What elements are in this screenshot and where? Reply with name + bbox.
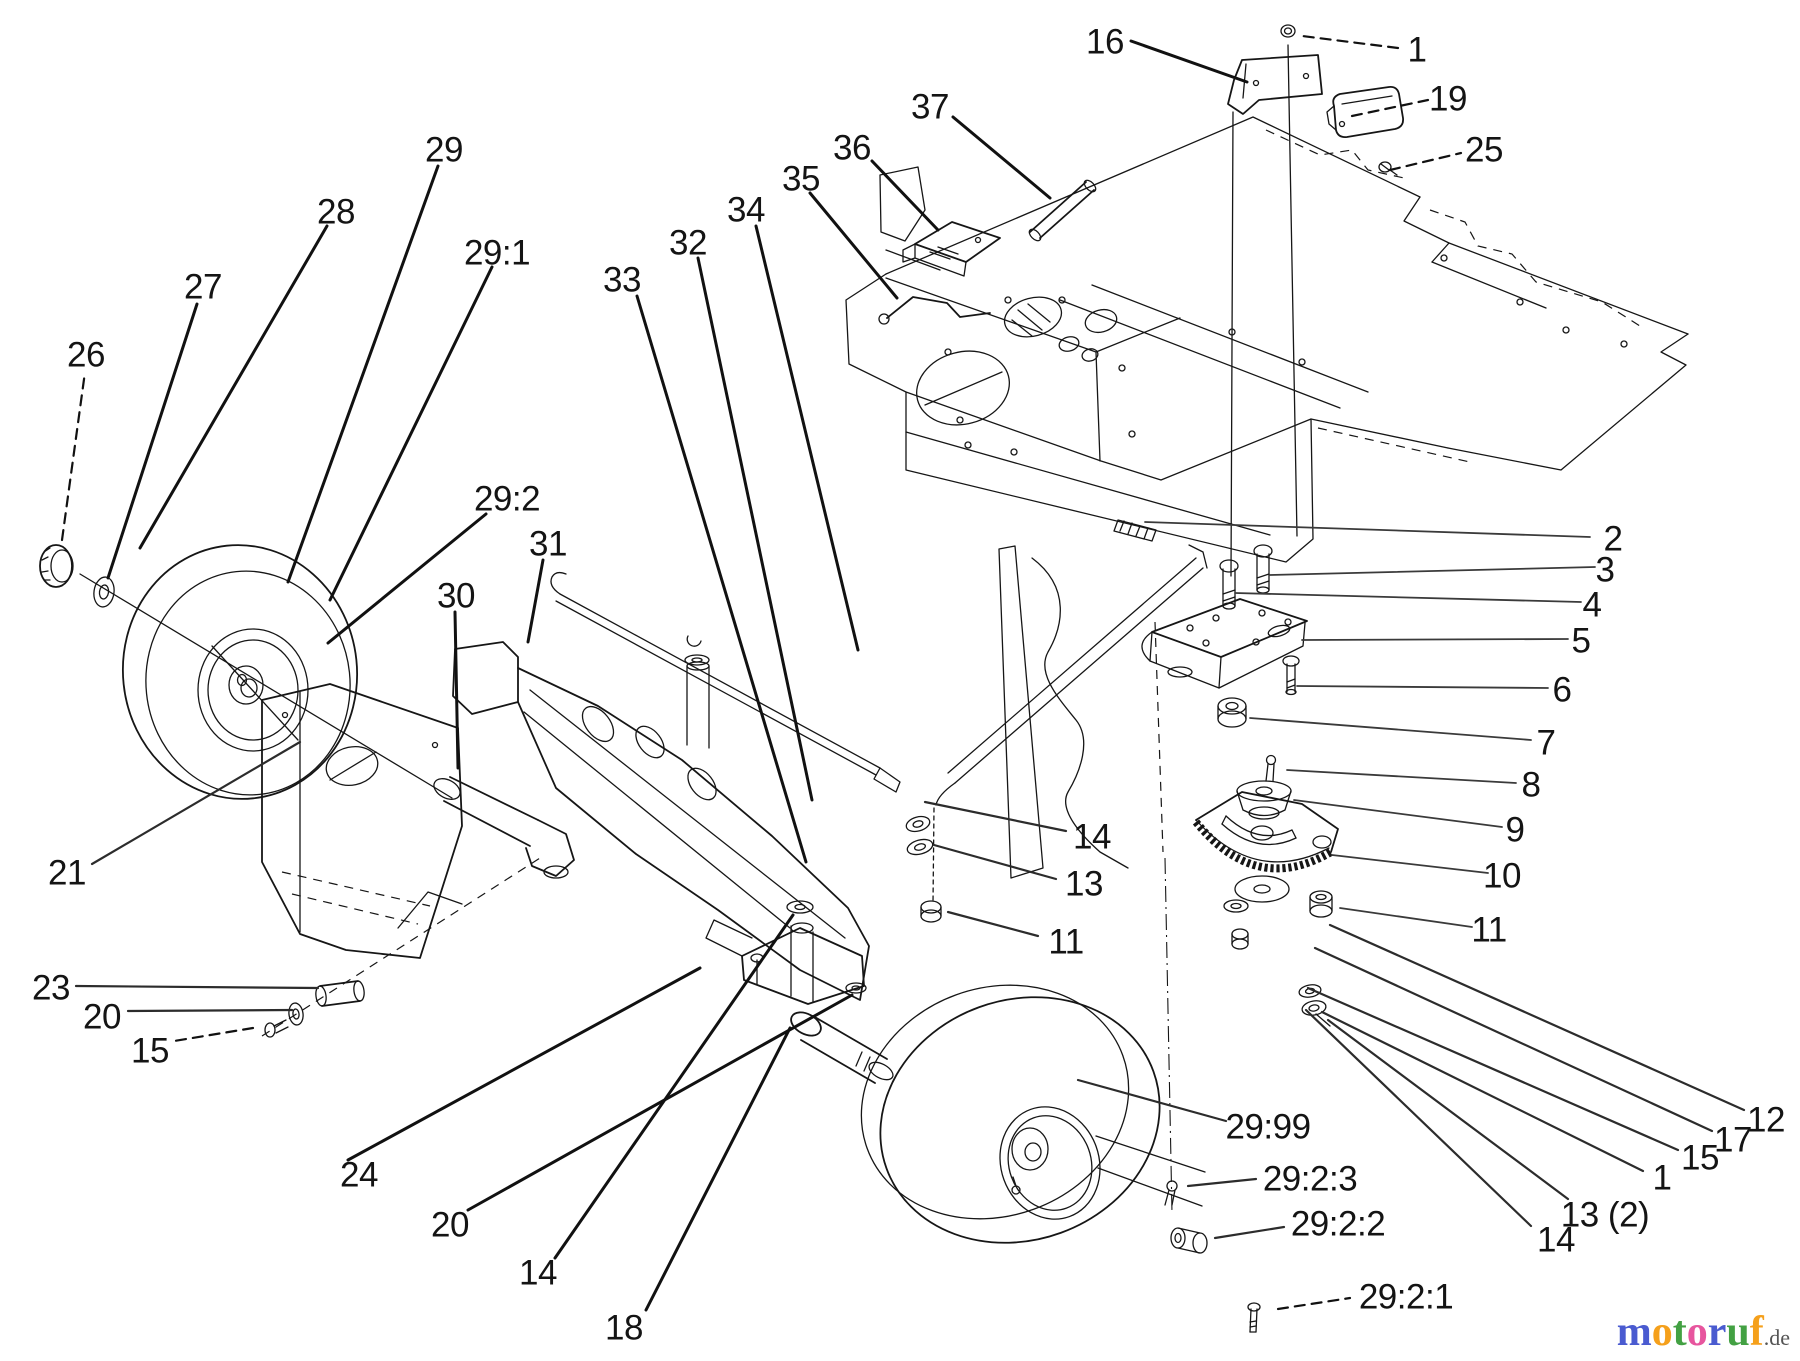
callout-4: 4 bbox=[1582, 585, 1602, 625]
callout-14: 14 bbox=[1073, 817, 1111, 857]
callout-3: 3 bbox=[1595, 550, 1615, 590]
callout-18: 18 bbox=[605, 1308, 643, 1348]
callout-34: 34 bbox=[727, 190, 765, 230]
watermark-letters: motoruf bbox=[1617, 1309, 1764, 1355]
callout-17: 17 bbox=[1714, 1120, 1752, 1160]
callout-14: 14 bbox=[1537, 1220, 1575, 1260]
callout-1: 1 bbox=[1652, 1158, 1672, 1198]
callout-5: 5 bbox=[1571, 621, 1591, 661]
callout-28: 28 bbox=[317, 192, 355, 232]
top-hardware bbox=[878, 24, 1404, 325]
callout-35: 35 bbox=[782, 159, 820, 199]
callout-29-99: 29:99 bbox=[1225, 1107, 1311, 1147]
callout-31: 31 bbox=[529, 524, 567, 564]
left-wheel-assembly bbox=[39, 544, 453, 800]
callout-29: 29 bbox=[425, 130, 463, 170]
callout-29-1: 29:1 bbox=[463, 233, 531, 273]
callout-15: 15 bbox=[131, 1031, 169, 1071]
callout-9: 9 bbox=[1505, 810, 1525, 850]
callout-32: 32 bbox=[669, 223, 707, 263]
callout-30: 30 bbox=[437, 576, 475, 616]
callout-33: 33 bbox=[603, 260, 641, 300]
callout-12: 12 bbox=[1747, 1100, 1785, 1140]
callout-29-2: 29:2 bbox=[473, 479, 541, 519]
callout-29-2-2: 29:2:2 bbox=[1290, 1204, 1386, 1244]
callout-24: 24 bbox=[340, 1155, 378, 1195]
front-wheel-assembly bbox=[860, 984, 1261, 1333]
callout-36: 36 bbox=[833, 128, 871, 168]
callout-14: 14 bbox=[519, 1253, 557, 1293]
callout-10: 10 bbox=[1483, 856, 1521, 896]
callout-11: 11 bbox=[1471, 910, 1507, 950]
callout-15: 15 bbox=[1681, 1138, 1719, 1178]
callout-6: 6 bbox=[1552, 670, 1572, 710]
callout-11: 11 bbox=[1048, 922, 1084, 962]
callout-20: 20 bbox=[83, 997, 121, 1037]
callout-2: 2 bbox=[1603, 519, 1623, 559]
watermark-suffix: .de bbox=[1763, 1325, 1790, 1350]
callout-27: 27 bbox=[184, 267, 222, 307]
axle-beam-assembly bbox=[261, 571, 901, 1084]
callout-21: 21 bbox=[48, 853, 86, 893]
leader-lines bbox=[60, 34, 1746, 1312]
watermark-letter: r bbox=[1707, 1309, 1727, 1355]
callout-1: 1 bbox=[1407, 30, 1427, 70]
watermark-letter: o bbox=[1686, 1309, 1708, 1355]
chassis-frame bbox=[845, 44, 1689, 577]
watermark-letter: f bbox=[1749, 1309, 1764, 1355]
callout-13-2-: 13 (2) bbox=[1560, 1195, 1650, 1235]
callout-29-2-1: 29:2:1 bbox=[1358, 1277, 1454, 1317]
callout-25: 25 bbox=[1465, 130, 1503, 170]
callout-37: 37 bbox=[911, 87, 949, 127]
callout-26: 26 bbox=[67, 335, 105, 375]
callout-8: 8 bbox=[1521, 765, 1541, 805]
callout-29-2-3: 29:2:3 bbox=[1262, 1159, 1358, 1199]
callout-23: 23 bbox=[32, 968, 70, 1008]
callout-19: 19 bbox=[1429, 79, 1467, 119]
callout-13: 13 bbox=[1065, 864, 1103, 904]
watermark-letter: u bbox=[1726, 1309, 1750, 1355]
callout-7: 7 bbox=[1536, 723, 1556, 763]
watermark-letter: t bbox=[1672, 1309, 1687, 1355]
axle-bracket-plate bbox=[261, 683, 463, 959]
callout-20: 20 bbox=[431, 1205, 469, 1245]
watermark-letter: m bbox=[1616, 1309, 1652, 1355]
watermark-letter: o bbox=[1651, 1309, 1673, 1355]
callout-16: 16 bbox=[1086, 22, 1124, 62]
watermark-logo: motoruf.de bbox=[1617, 1311, 1790, 1353]
